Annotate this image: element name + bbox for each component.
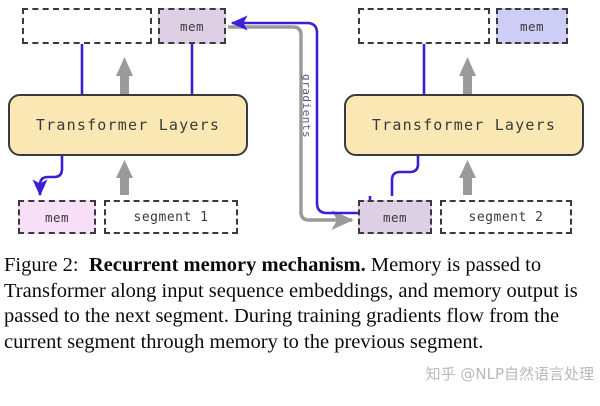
left-transformer-layers-label: Transformer Layers [35, 116, 221, 134]
gradient-flow-wire [228, 25, 354, 230]
segment-1-box: segment 1 [104, 200, 238, 234]
segment-2-box: segment 2 [440, 200, 572, 234]
figure-caption: Figure 2: Recurrent memory mechanism. Me… [0, 250, 600, 406]
right-output-mem-label: mem [519, 18, 545, 34]
gray-arrow-right-input [459, 160, 476, 195]
left-input-mem-label: mem [44, 209, 70, 225]
gray-arrow-left-output [116, 57, 133, 94]
wire-left-transformer-to-mem [32, 156, 64, 197]
caption-body: Memory is passed to Transformer along in… [4, 254, 578, 353]
left-input-mem-box: mem [18, 200, 96, 234]
wire-right-mem-to-transformer [390, 156, 420, 196]
figure-diagram: mem Transformer Layers mem segment 1 gra… [8, 8, 584, 234]
right-output-mem-box: mem [496, 8, 568, 44]
left-output-mem-box: mem [158, 8, 226, 44]
gray-arrow-left-input [116, 160, 133, 195]
diagram-wires [32, 15, 476, 230]
gray-arrow-right-output [459, 57, 476, 94]
caption-title: Recurrent memory mechanism. [88, 254, 366, 276]
segment-1-label: segment 1 [133, 209, 209, 225]
left-transformer-layers-box: Transformer Layers [8, 94, 248, 156]
left-input-embeddings-box [22, 8, 152, 44]
right-transformer-layers-label: Transformer Layers [371, 116, 557, 134]
right-input-mem-box: mem [358, 200, 432, 234]
right-transformer-layers-box: Transformer Layers [344, 94, 584, 156]
gradients-label: gradients [300, 74, 313, 139]
right-input-embeddings-box [358, 8, 490, 44]
left-output-mem-label: mem [179, 18, 205, 34]
segment-2-label: segment 2 [468, 209, 544, 225]
right-input-mem-label: mem [382, 209, 408, 225]
caption-figure-label: Figure 2: [4, 254, 79, 276]
